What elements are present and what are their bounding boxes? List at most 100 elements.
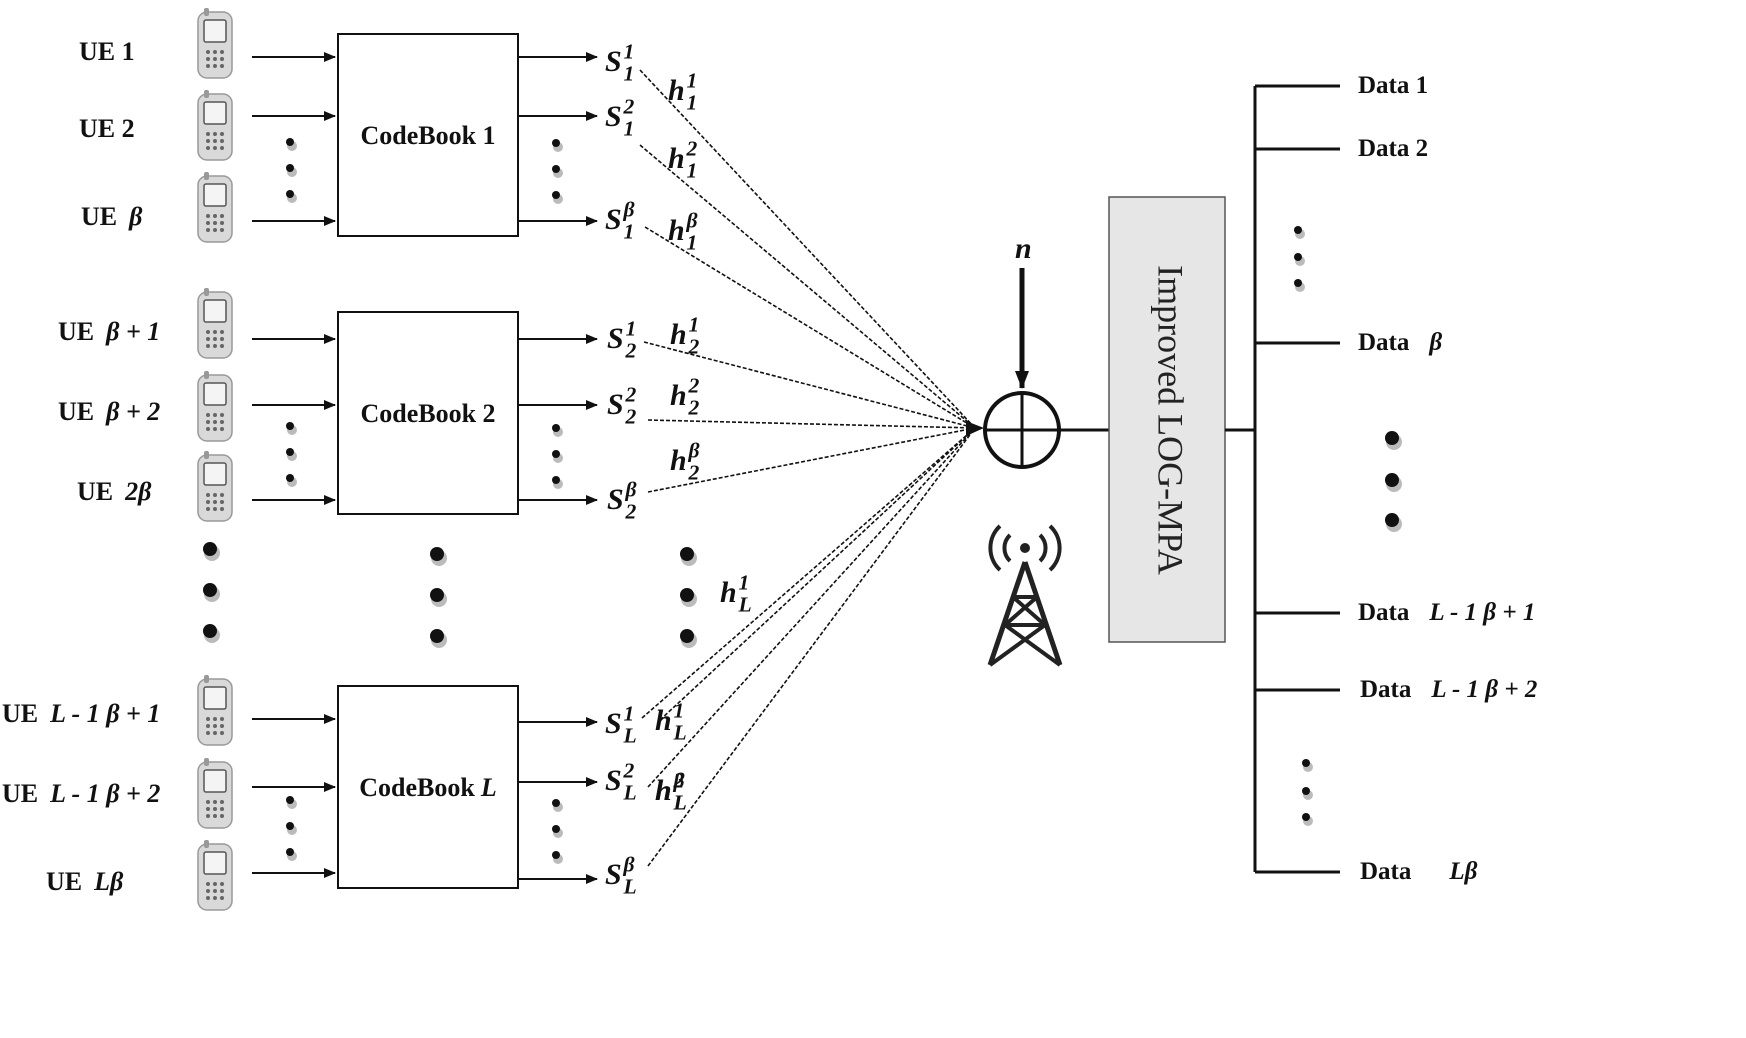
channel-line-2-1 xyxy=(643,341,976,429)
ue-label: UE Lβ xyxy=(46,867,124,896)
codebook-label-text: CodeBook xyxy=(359,773,475,802)
codebook-box xyxy=(337,685,519,889)
channel-gain-label-subscript: 2 xyxy=(688,461,700,485)
group-ellipsis-dots xyxy=(203,542,220,643)
mobile-phone-icon xyxy=(197,757,233,829)
dot xyxy=(552,476,560,484)
codeword-symbol-label-subscript: L xyxy=(623,781,637,805)
channel-gain-label-superscript: 1 xyxy=(674,698,685,722)
codebook-label-italic: L xyxy=(480,773,497,802)
ue-label-italic: Lβ xyxy=(93,867,124,896)
output-data-label: Data 1 xyxy=(1358,72,1428,99)
channel-line-3-3 xyxy=(647,427,976,867)
signal-wave xyxy=(988,524,1002,572)
dot xyxy=(552,851,560,859)
ue-label: UE L - 1 β + 2 xyxy=(2,779,160,808)
ue-label-italic: β + 1 xyxy=(105,317,160,346)
ue-label-plain: UE xyxy=(58,317,94,346)
mobile-phone-icon xyxy=(197,89,233,161)
dot xyxy=(203,542,217,556)
ue-label-plain: UE xyxy=(2,779,38,808)
channel-gain-label-base: h xyxy=(655,774,672,807)
codeword-ellipsis-dots xyxy=(552,139,563,204)
codeword-symbol-label-base: S xyxy=(607,322,624,355)
channel-gain-label-superscript: 2 xyxy=(688,373,700,397)
dot xyxy=(680,588,694,602)
ue-label-italic: 2β xyxy=(124,477,152,506)
decoder-label: Improved LOG-MPA xyxy=(1151,265,1191,575)
dot xyxy=(552,825,560,833)
channel-line-2-3 xyxy=(647,427,976,493)
codeword-symbol-label-base: S xyxy=(607,483,624,516)
mobile-phone-icon xyxy=(197,839,233,911)
channel-gain-label-superscript: 1 xyxy=(687,68,698,92)
mobile-phone-icon xyxy=(197,450,233,522)
dot xyxy=(286,422,294,430)
mobile-phone-icon xyxy=(197,7,233,79)
codeword-symbol-label-base: S xyxy=(605,858,622,891)
dot xyxy=(1385,431,1399,445)
output-data-label-plain: Data 1 xyxy=(1358,72,1428,99)
codeword-symbol-label-subscript: 2 xyxy=(625,500,637,524)
dot xyxy=(1302,787,1310,795)
output-data-label-plain: Data xyxy=(1358,329,1410,356)
channel-gain-label-subscript: L xyxy=(673,791,687,815)
channel-gain-label-base: h xyxy=(668,214,685,247)
codeword-symbol-label-base: S xyxy=(607,388,624,421)
channel-gain-label-superscript: β xyxy=(688,438,700,462)
dot xyxy=(552,424,560,432)
dot xyxy=(552,139,560,147)
codeword-symbol-label-superscript: 1 xyxy=(624,701,635,725)
noise-label: n xyxy=(1015,232,1032,265)
codeword-ellipsis-dots xyxy=(552,424,563,489)
dot xyxy=(286,164,294,172)
output-data-label-plain: Data 2 xyxy=(1358,135,1428,162)
dot xyxy=(286,822,294,830)
tower-top xyxy=(1020,543,1030,553)
codebook-label: CodeBook 1 xyxy=(360,121,495,150)
codeword-symbol-label-superscript: β xyxy=(623,197,635,221)
connection-lines xyxy=(639,69,984,867)
channel-line-3-2 xyxy=(647,427,976,788)
output-data-label: Data 2 xyxy=(1358,135,1428,162)
signal-wave xyxy=(1002,533,1012,563)
output-ellipsis-dots xyxy=(1302,759,1313,826)
dot xyxy=(680,629,694,643)
codebook-label: CodeBook 2 xyxy=(360,399,495,428)
codebook-label-text: CodeBook 2 xyxy=(360,399,495,428)
ue-label-plain: UE xyxy=(46,867,82,896)
channel-line-3-1 xyxy=(641,427,976,719)
dot xyxy=(552,191,560,199)
channel-gain-label-base: h xyxy=(720,576,737,609)
channel-line-1-2 xyxy=(639,144,976,429)
channel-line-1-1 xyxy=(639,69,976,429)
ue-label-italic: L - 1 β + 2 xyxy=(49,779,160,808)
output-data-label-italic: L - 1 β + 2 xyxy=(1430,676,1537,703)
dot xyxy=(1385,473,1399,487)
dot xyxy=(1302,759,1310,767)
dot xyxy=(1385,513,1399,527)
channel-gain-label-subscript: 2 xyxy=(688,396,700,420)
mobile-phone-icon xyxy=(197,674,233,746)
channel-gain-label-subscript: 1 xyxy=(687,231,698,255)
codeword-symbol-label-base: S xyxy=(605,45,622,78)
dot xyxy=(430,588,444,602)
dot xyxy=(430,629,444,643)
output-data-label-italic: Lβ xyxy=(1448,858,1477,885)
dot xyxy=(286,448,294,456)
output-data-label-italic: β xyxy=(1428,329,1442,356)
channel-gain-label-base: h xyxy=(655,704,672,737)
ue-label-plain: UE xyxy=(2,699,38,728)
dot xyxy=(1294,279,1302,287)
tower-bracing xyxy=(988,595,1062,667)
dot xyxy=(1294,253,1302,261)
